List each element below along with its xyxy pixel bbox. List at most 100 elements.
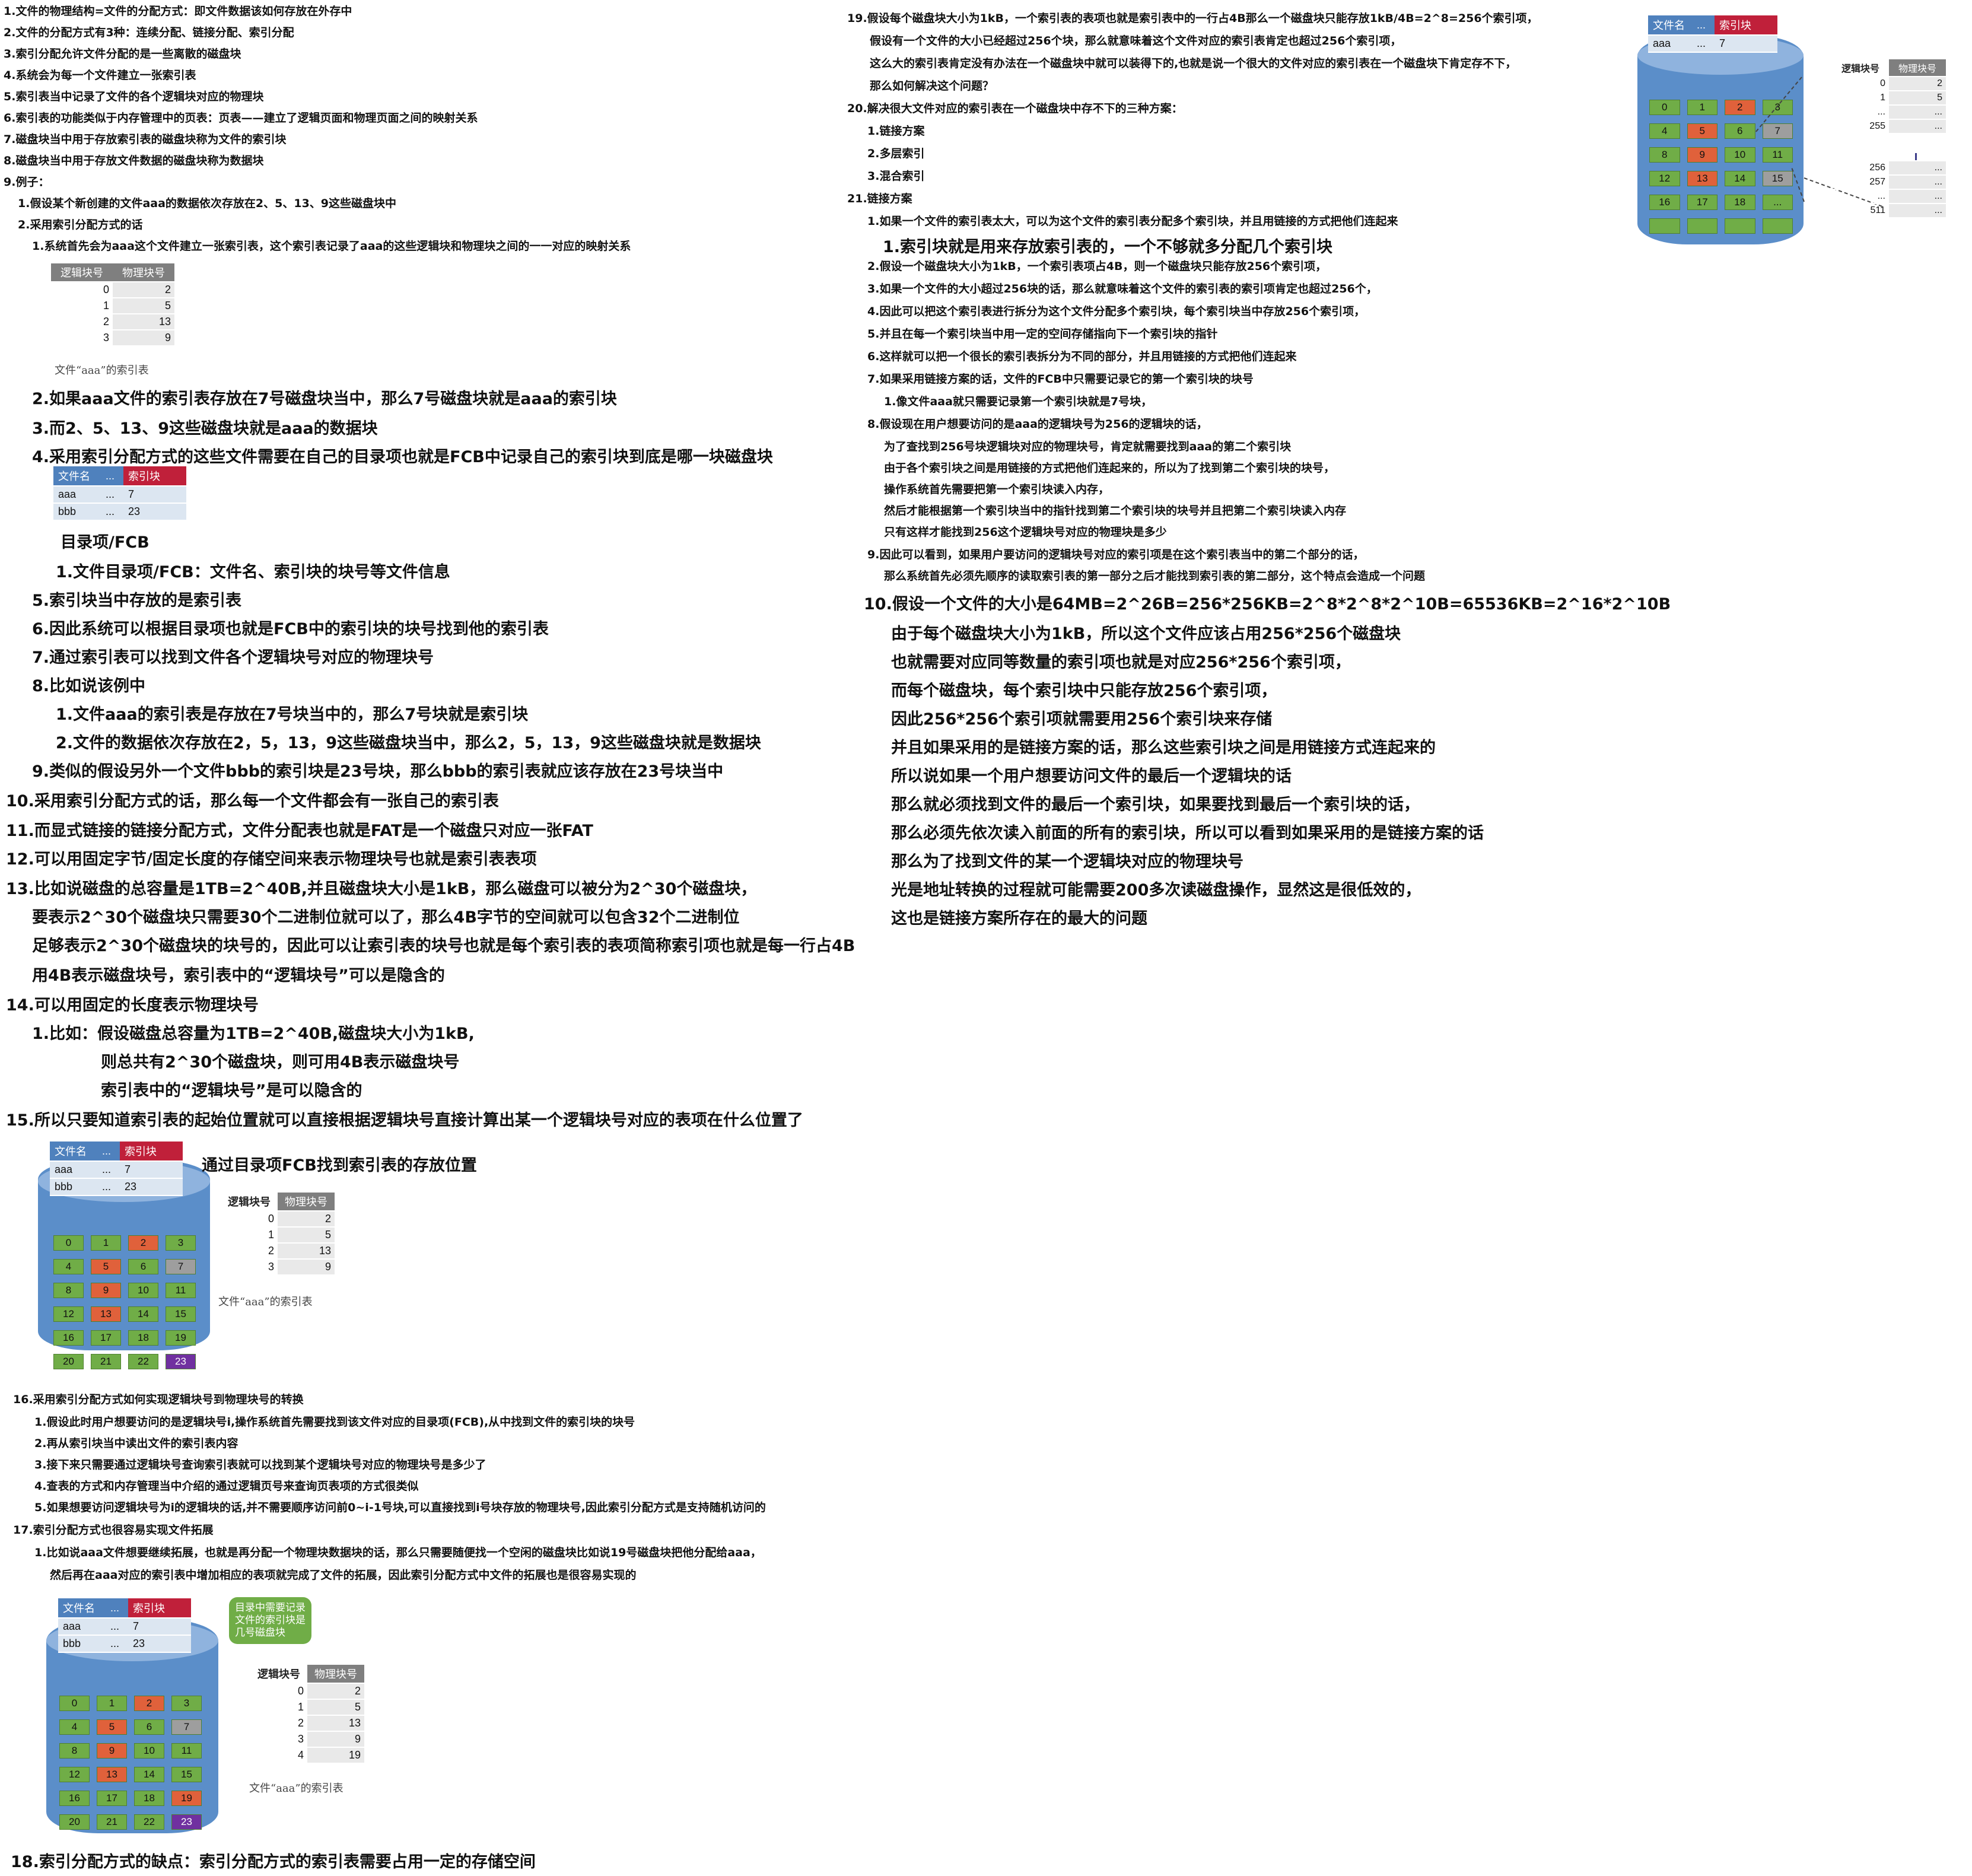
table-cell: 1 [221, 1227, 278, 1244]
disk-block: 6 [128, 1259, 158, 1274]
disk-block: 18 [134, 1791, 164, 1806]
disk-block: 0 [1649, 100, 1680, 115]
col-header: 物理块号 [278, 1193, 335, 1212]
disk-block: 11 [171, 1743, 202, 1759]
text-line: 4.采用索引分配方式的这些文件需要在自己的目录项也就是FCB中记录自己的索引块到… [32, 448, 773, 466]
disk-block: 16 [53, 1330, 84, 1346]
text-line: 16.采用索引分配方式如何实现逻辑块号到物理块号的转换 [13, 1393, 304, 1406]
disk-block [1687, 218, 1717, 234]
table-cell: 7 [120, 1161, 183, 1179]
col-header: 逻辑块号 [250, 1665, 307, 1684]
table-cell: 7 [123, 486, 186, 504]
disk-block: 21 [91, 1354, 121, 1369]
table-gap [1832, 133, 1946, 161]
table-cell: 1 [250, 1699, 307, 1716]
disk-block: 19 [171, 1791, 202, 1806]
disk-block: 1 [91, 1235, 121, 1251]
text-line: 5.索引块当中存放的是索引表 [32, 592, 242, 610]
table-cell: 9 [113, 330, 174, 346]
text-line: 则总共有2^30个磁盘块，则可用4B表示磁盘块号 [101, 1053, 460, 1071]
disk-block: 15 [166, 1306, 196, 1322]
text-line: 8.比如说该例中 [32, 677, 146, 695]
text-line: 2.再从索引块当中读出文件的索引表内容 [34, 1437, 238, 1450]
disk-block: 11 [166, 1283, 196, 1298]
table-cell: aaa [50, 1161, 97, 1179]
col-header: 逻辑块号 [51, 263, 113, 282]
table-cell: 0 [250, 1683, 307, 1700]
text-line: 也就需要对应同等数量的索引项也就是对应256*256个索引项， [891, 653, 1351, 672]
text-line: 9.因此可以看到，如果用户要访问的逻辑块号对应的索引项是在这个索引表当中的第二个… [867, 548, 1365, 561]
disk-block: 16 [1649, 195, 1680, 210]
text-line: 8.假设现在用户想要访问的是aaa的逻辑块号为256的逻辑块的话， [867, 418, 1208, 431]
disk-block: 15 [1762, 171, 1793, 186]
text-line: 因此256*256个索引项就需要用256个索引块来存储 [891, 710, 1273, 729]
text-line: 6.这样就可以把一个很长的索引表拆分为不同的部分，并且用链接的方式把他们连起来 [867, 350, 1297, 363]
text-line: 15.所以只要知道索引表的起始位置就可以直接根据逻辑块号直接计算出某一个逻辑块号… [6, 1111, 803, 1130]
text-line: 用4B表示磁盘块号，索引表中的“逻辑块号”可以是隐含的 [32, 966, 445, 985]
disk-block: 10 [134, 1743, 164, 1759]
table-cell: 255 [1832, 119, 1889, 134]
disk-block [1762, 218, 1793, 234]
table-cell: 256 [1832, 161, 1889, 176]
text-line: 2.采用索引分配方式的话 [18, 218, 143, 231]
disk-block: 17 [97, 1791, 127, 1806]
text-line: 操作系统首先需要把第一个索引块读入内存， [884, 483, 1110, 496]
text-line: 2.文件的分配方式有3种：连续分配、链接分配、索引分配 [4, 26, 294, 39]
table-cell: 5 [1889, 91, 1946, 106]
table-cell: 257 [1832, 175, 1889, 190]
text-line: 那么如何解决这个问题？ [870, 80, 994, 93]
table-caption: 文件“aaa”的索引表 [55, 364, 149, 377]
col-header: ... [97, 1142, 120, 1162]
disk-block: 21 [97, 1814, 127, 1830]
text-line: 6.因此系统可以根据目录项也就是FCB中的索引块的块号找到他的索引表 [32, 620, 549, 638]
disk-block: 17 [91, 1330, 121, 1346]
text-line: 9.类似的假设另外一个文件bbb的索引块是23号块，那么bbb的索引表就应该存放… [32, 762, 724, 781]
disk-block: 7 [166, 1259, 196, 1274]
disk-block: 13 [97, 1767, 127, 1782]
text-line: 1.比如：假设磁盘总容量为1TB=2^40B,磁盘块大小为1kB, [32, 1025, 475, 1043]
table-cell: 4 [250, 1747, 307, 1764]
text-line: 要表示2^30个磁盘块只需要30个二进制位就可以了，那么4B字节的空间就可以包含… [32, 908, 740, 927]
disk-block: 13 [1687, 171, 1717, 186]
text-line: 而每个磁盘块，每个索引块中只能存放256个索引项， [891, 682, 1277, 700]
table-cell: ... [1832, 105, 1889, 120]
text-line: 所以说如果一个用户想要访问文件的最后一个逻辑块的话 [891, 767, 1292, 786]
text-line: 1.文件的物理结构=文件的分配方式：即文件数据该如何存放在外存中 [4, 5, 352, 18]
table-cell: 9 [278, 1259, 335, 1276]
table-cell: 2 [278, 1211, 335, 1228]
disk-block: 12 [53, 1306, 84, 1322]
disk-block: 5 [91, 1259, 121, 1274]
text-line: 索引表中的“逻辑块号”是可以隐含的 [101, 1082, 362, 1100]
disk-block: 8 [59, 1743, 90, 1759]
table-cell: 2 [1889, 77, 1946, 91]
diagram-caption: 通过目录项FCB找到索引表的存放位置 [202, 1156, 477, 1175]
table-cell: ... [1832, 189, 1889, 204]
disk-block: 3 [166, 1235, 196, 1251]
text-line: 10.假设一个文件的大小是64MB=2^26B=256*256KB=2^8*2^… [864, 595, 1671, 613]
table-cell: aaa [53, 486, 101, 504]
col-header: 物理块号 [307, 1665, 364, 1684]
table-cell: ... [101, 486, 123, 504]
text-line: 由于各个索引块之间是用链接的方式把他们连起来的，所以为了找到第二个索引块的块号， [884, 462, 1335, 475]
disk-block: 12 [59, 1767, 90, 1782]
disk-block: 22 [134, 1814, 164, 1830]
text-line: 7.磁盘块当中用于存放索引表的磁盘块称为文件的索引块 [4, 133, 287, 146]
text-line: 1.系统首先会为aaa这个文件建立一张索引表，这个索引表记录了aaa的这些逻辑块… [32, 240, 631, 253]
text-line: 2.文件的数据依次存放在2，5，13，9这些磁盘块当中，那么2，5，13，9这些… [56, 734, 761, 752]
text-line: 然后才能根据第一个索引块当中的指针找到第二个索引块的块号并且把第二个索引块读入内… [884, 504, 1347, 517]
text-line: 5.并且在每一个索引块当中用一定的空间存储指向下一个索引块的指针 [867, 327, 1218, 341]
text-line: 1.比如说aaa文件想要继续拓展，也就是再分配一个物理块数据块的话，那么只需要随… [34, 1546, 762, 1559]
table-caption: 文件“aaa”的索引表 [249, 1782, 343, 1795]
text-line: 1.如果一个文件的索引表太大，可以为这个文件的索引表分配多个索引块，并且用链接的… [867, 215, 1398, 228]
text-line: 3.接下来只需要通过逻辑块号查询索引表就可以找到某个逻辑块号对应的物理块号是多少… [34, 1458, 486, 1471]
table-cell: 9 [307, 1731, 364, 1748]
text-line: 只有这样才能找到256这个逻辑块号对应的物理块是多少 [884, 526, 1167, 539]
disk-block: ... [1762, 195, 1793, 210]
disk-block: 2 [134, 1696, 164, 1711]
callout-bubble: 目录中需要记录 文件的索引块是 几号磁盘块 [229, 1597, 311, 1644]
disk-block: 3 [1762, 100, 1793, 115]
table-cell: bbb [53, 503, 101, 521]
text-line: 足够表示2^30个磁盘块的块号的，因此可以让索引表的块号也就是每个索引表的表项简… [32, 937, 855, 955]
